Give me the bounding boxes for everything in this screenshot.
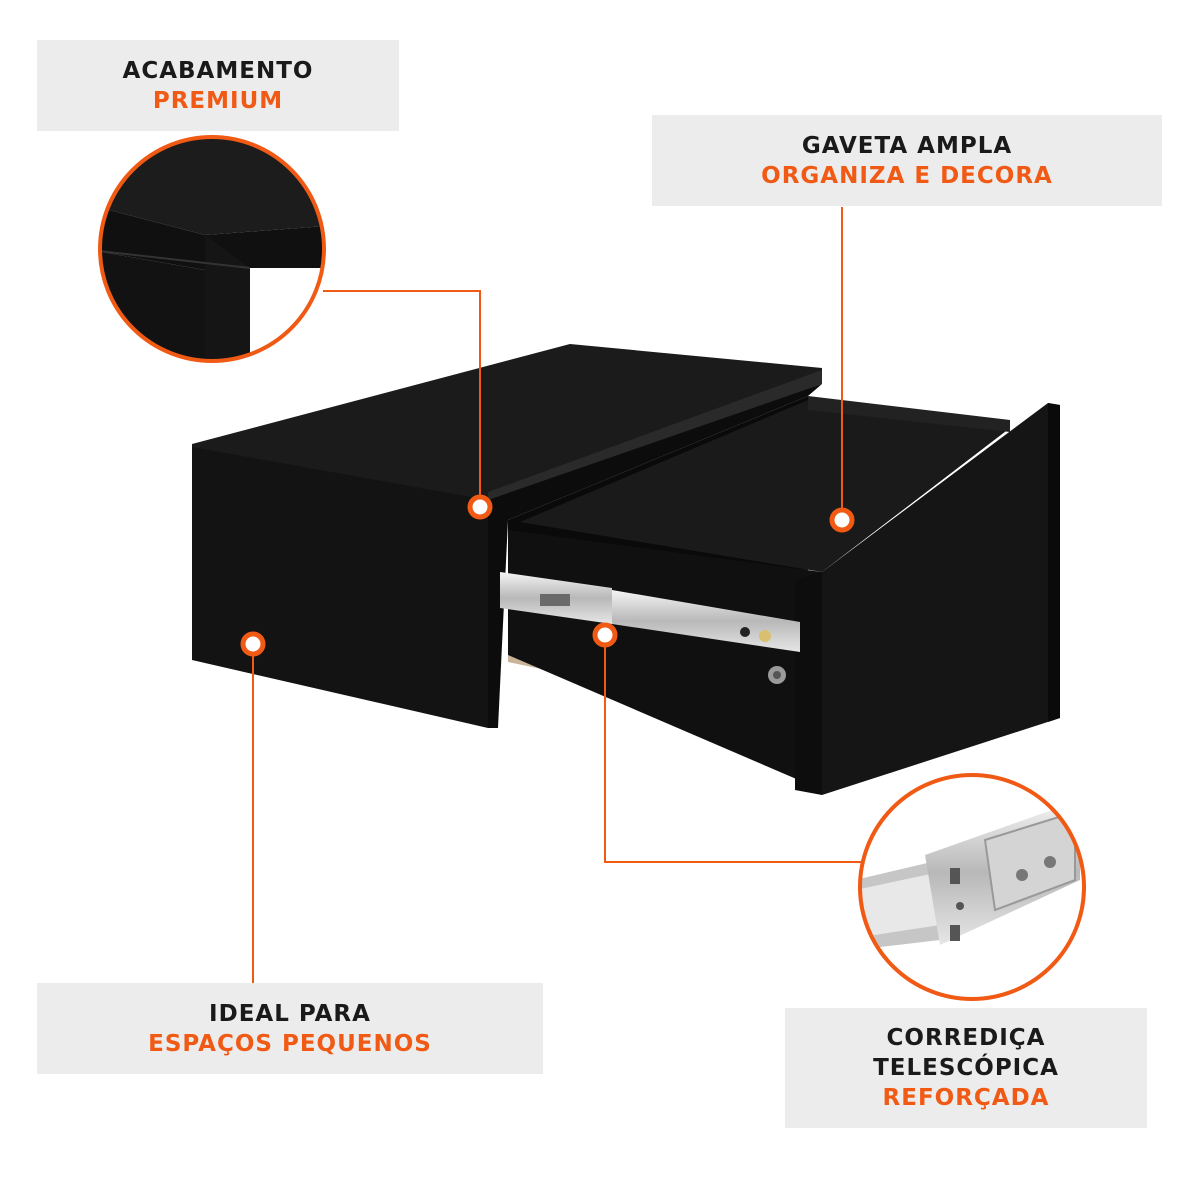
label-ideal: IDEAL PARA ESPAÇOS PEQUENOS — [37, 983, 543, 1074]
callout-lines — [252, 207, 862, 983]
label-gaveta: GAVETA AMPLA ORGANIZA E DECORA — [652, 115, 1162, 206]
callout-dot-ideal — [240, 631, 266, 657]
label-premium-line1: ACABAMENTO — [122, 57, 314, 84]
label-corredica-line3: REFORÇADA — [882, 1085, 1050, 1111]
zoom-circle-finish — [98, 135, 326, 363]
label-ideal-line1: IDEAL PARA — [209, 1000, 371, 1027]
label-corredica-line1: CORREDIÇA — [886, 1025, 1046, 1051]
callout-dot-corredica — [592, 622, 618, 648]
label-corredica-line2: TELESCÓPICA — [873, 1055, 1059, 1081]
callout-dot-premium — [467, 494, 493, 520]
label-corredica: CORREDIÇA TELESCÓPICA REFORÇADA — [785, 1008, 1147, 1128]
label-gaveta-line1: GAVETA AMPLA — [801, 132, 1013, 159]
label-gaveta-line2: ORGANIZA E DECORA — [761, 162, 1053, 189]
label-premium-line2: PREMIUM — [152, 87, 284, 114]
telescopic-slide — [500, 572, 800, 684]
drawer-unit — [192, 344, 1060, 795]
zoom-circle-slide — [858, 773, 1086, 1001]
label-premium: ACABAMENTO PREMIUM — [37, 40, 399, 131]
label-ideal-line2: ESPAÇOS PEQUENOS — [148, 1030, 432, 1057]
callout-dot-gaveta — [829, 507, 855, 533]
